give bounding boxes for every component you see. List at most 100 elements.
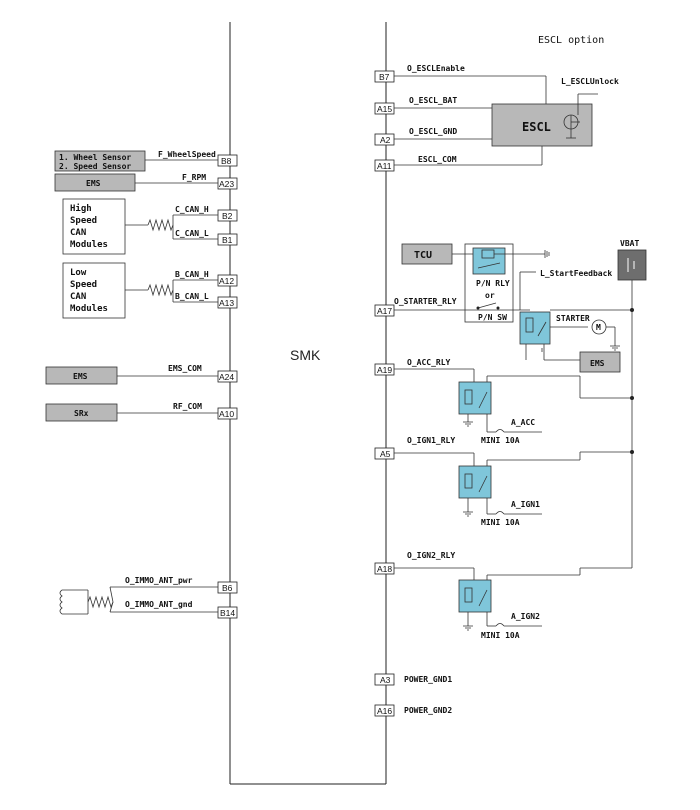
right-pin-a17: A17 O_STARTER_RLY (374, 297, 530, 317)
ems-right-box: EMS (579, 351, 621, 373)
left-pin-b6: B6 O_IMMO_ANT_pwr (110, 576, 238, 594)
pin-label: A23 (219, 179, 234, 189)
hs-can-line1: High (70, 203, 92, 214)
left-pin-a24: A24 EMS_COM (117, 364, 238, 383)
tcu-label: TCU (414, 250, 432, 261)
ems-mid-box: EMS (45, 366, 118, 385)
immo-antenna-coil (59, 586, 114, 615)
escl-module: ESCL L_ESCLUnlock (491, 77, 619, 147)
a-acc-label: A_ACC (511, 418, 535, 427)
ls-can-line2: Speed (70, 280, 97, 290)
vbat-box: VBAT (617, 239, 647, 568)
motor-label: M (596, 323, 601, 332)
signal-label: O_ESCL_GND (409, 127, 457, 136)
right-pin-a18: A18 O_IGN2_RLY (374, 551, 475, 580)
signal-label: B_CAN_L (175, 292, 209, 301)
right-pin-a11: A11 ESCL_COM (374, 146, 543, 172)
left-pin-a10: A10 RF_COM (117, 402, 238, 420)
pn-line3: P/N SW (478, 313, 507, 322)
pin-label: A17 (377, 306, 392, 316)
pin-label: A16 (377, 706, 392, 716)
hs-can-twisted-pair (125, 215, 174, 239)
wheel-sensor-box: 1. Wheel Sensor 2. Speed Sensor (54, 150, 146, 172)
wheel-sensor-line2: 2. Speed Sensor (59, 162, 131, 171)
signal-label: B_CAN_H (175, 270, 209, 279)
ign1-relay: A_IGN1 MINI 10A (458, 450, 634, 527)
pin-label: B8 (221, 156, 232, 166)
hs-can-line3: CAN (70, 228, 86, 238)
module-label: SMK (290, 347, 321, 363)
signal-label: POWER_GND1 (404, 675, 452, 684)
signal-label: C_CAN_H (175, 205, 209, 214)
escl-unlock-label: L_ESCLUnlock (561, 77, 619, 86)
left-pin-b2: B2 C_CAN_H (173, 205, 238, 222)
signal-label: C_CAN_L (175, 229, 209, 238)
signal-label: O_IMMO_ANT_pwr (125, 576, 193, 585)
pin-label: A15 (377, 104, 392, 114)
left-pin-b8: B8 F_WheelSpeed (145, 150, 238, 167)
vbat-label: VBAT (620, 239, 639, 248)
left-pin-b14: B14 O_IMMO_ANT_gnd (110, 600, 238, 619)
pn-line1: P/N RLY (476, 279, 510, 288)
right-pin-a3: A3 POWER_GND1 (374, 673, 452, 686)
pin-label: A2 (380, 135, 391, 145)
pin-label: B6 (222, 583, 233, 593)
a-ign1-label: A_IGN1 (511, 500, 540, 509)
ign2-relay: A_IGN2 MINI 10A (458, 567, 632, 640)
smk-module: SMK (229, 22, 387, 785)
pin-label: A12 (219, 276, 234, 286)
pin-label: B1 (222, 235, 233, 245)
starter-label: STARTER (556, 314, 590, 323)
hs-can-box: High Speed CAN Modules (62, 198, 126, 255)
srx-box: SRx (45, 403, 118, 422)
pin-label: A5 (380, 449, 391, 459)
tcu-box: TCU (401, 243, 475, 265)
pin-label: A19 (377, 365, 392, 375)
right-pin-b7: B7 O_ESCLEnable (374, 64, 547, 105)
pin-label: A18 (377, 564, 392, 574)
pin-label: A24 (219, 372, 234, 382)
signal-label: O_ACC_RLY (407, 358, 451, 367)
left-pin-a23: A23 F_RPM (135, 173, 238, 190)
pin-label: B14 (220, 608, 235, 618)
ems-mid-label: EMS (73, 372, 88, 381)
pin-label: A11 (377, 161, 392, 171)
a-ign2-label: A_IGN2 (511, 612, 540, 621)
hs-can-line4: Modules (70, 240, 108, 250)
pin-label: A3 (380, 675, 391, 685)
pin-label: B2 (222, 211, 233, 221)
right-pin-a5: A5 O_IGN1_RLY (374, 436, 475, 466)
signal-label: F_RPM (182, 173, 206, 182)
right-pin-a19: A19 O_ACC_RLY (374, 358, 475, 382)
signal-label: RF_COM (173, 402, 202, 411)
signal-label: O_IMMO_ANT_gnd (125, 600, 193, 609)
start-feedback-label: L_StartFeedback (540, 269, 612, 278)
ems-right-label: EMS (590, 359, 605, 368)
left-pin-b1: B1 C_CAN_L (173, 229, 238, 246)
left-pin-a13: A13 B_CAN_L (173, 292, 238, 309)
pn-relay-block: P/N RLY or P/N SW (464, 243, 550, 323)
srx-label: SRx (74, 409, 89, 418)
hs-can-line2: Speed (70, 216, 97, 226)
right-pin-a2: A2 O_ESCL_GND (374, 127, 492, 146)
escl-label: ESCL (522, 120, 551, 134)
fuse-ign1-label: MINI 10A (481, 518, 520, 527)
signal-label: ESCL_COM (418, 155, 457, 164)
ems-top-label: EMS (86, 179, 101, 188)
right-pin-a16: A16 POWER_GND2 (374, 704, 452, 717)
acc-relay: A_ACC MINI 10A (458, 375, 634, 445)
pin-label: A10 (219, 409, 234, 419)
left-pin-a12: A12 B_CAN_H (173, 270, 238, 287)
signal-label: EMS_COM (168, 364, 202, 373)
ls-can-line1: Low (70, 268, 87, 278)
signal-label: O_IGN2_RLY (407, 551, 455, 560)
ls-can-box: Low Speed CAN Modules (62, 262, 126, 319)
signal-label: O_ESCLEnable (407, 64, 465, 73)
starter-relay: STARTER M (519, 308, 634, 361)
pin-label: A13 (219, 298, 234, 308)
pn-line2: or (485, 291, 495, 300)
signal-label: O_IGN1_RLY (407, 436, 455, 445)
signal-label: POWER_GND2 (404, 706, 452, 715)
